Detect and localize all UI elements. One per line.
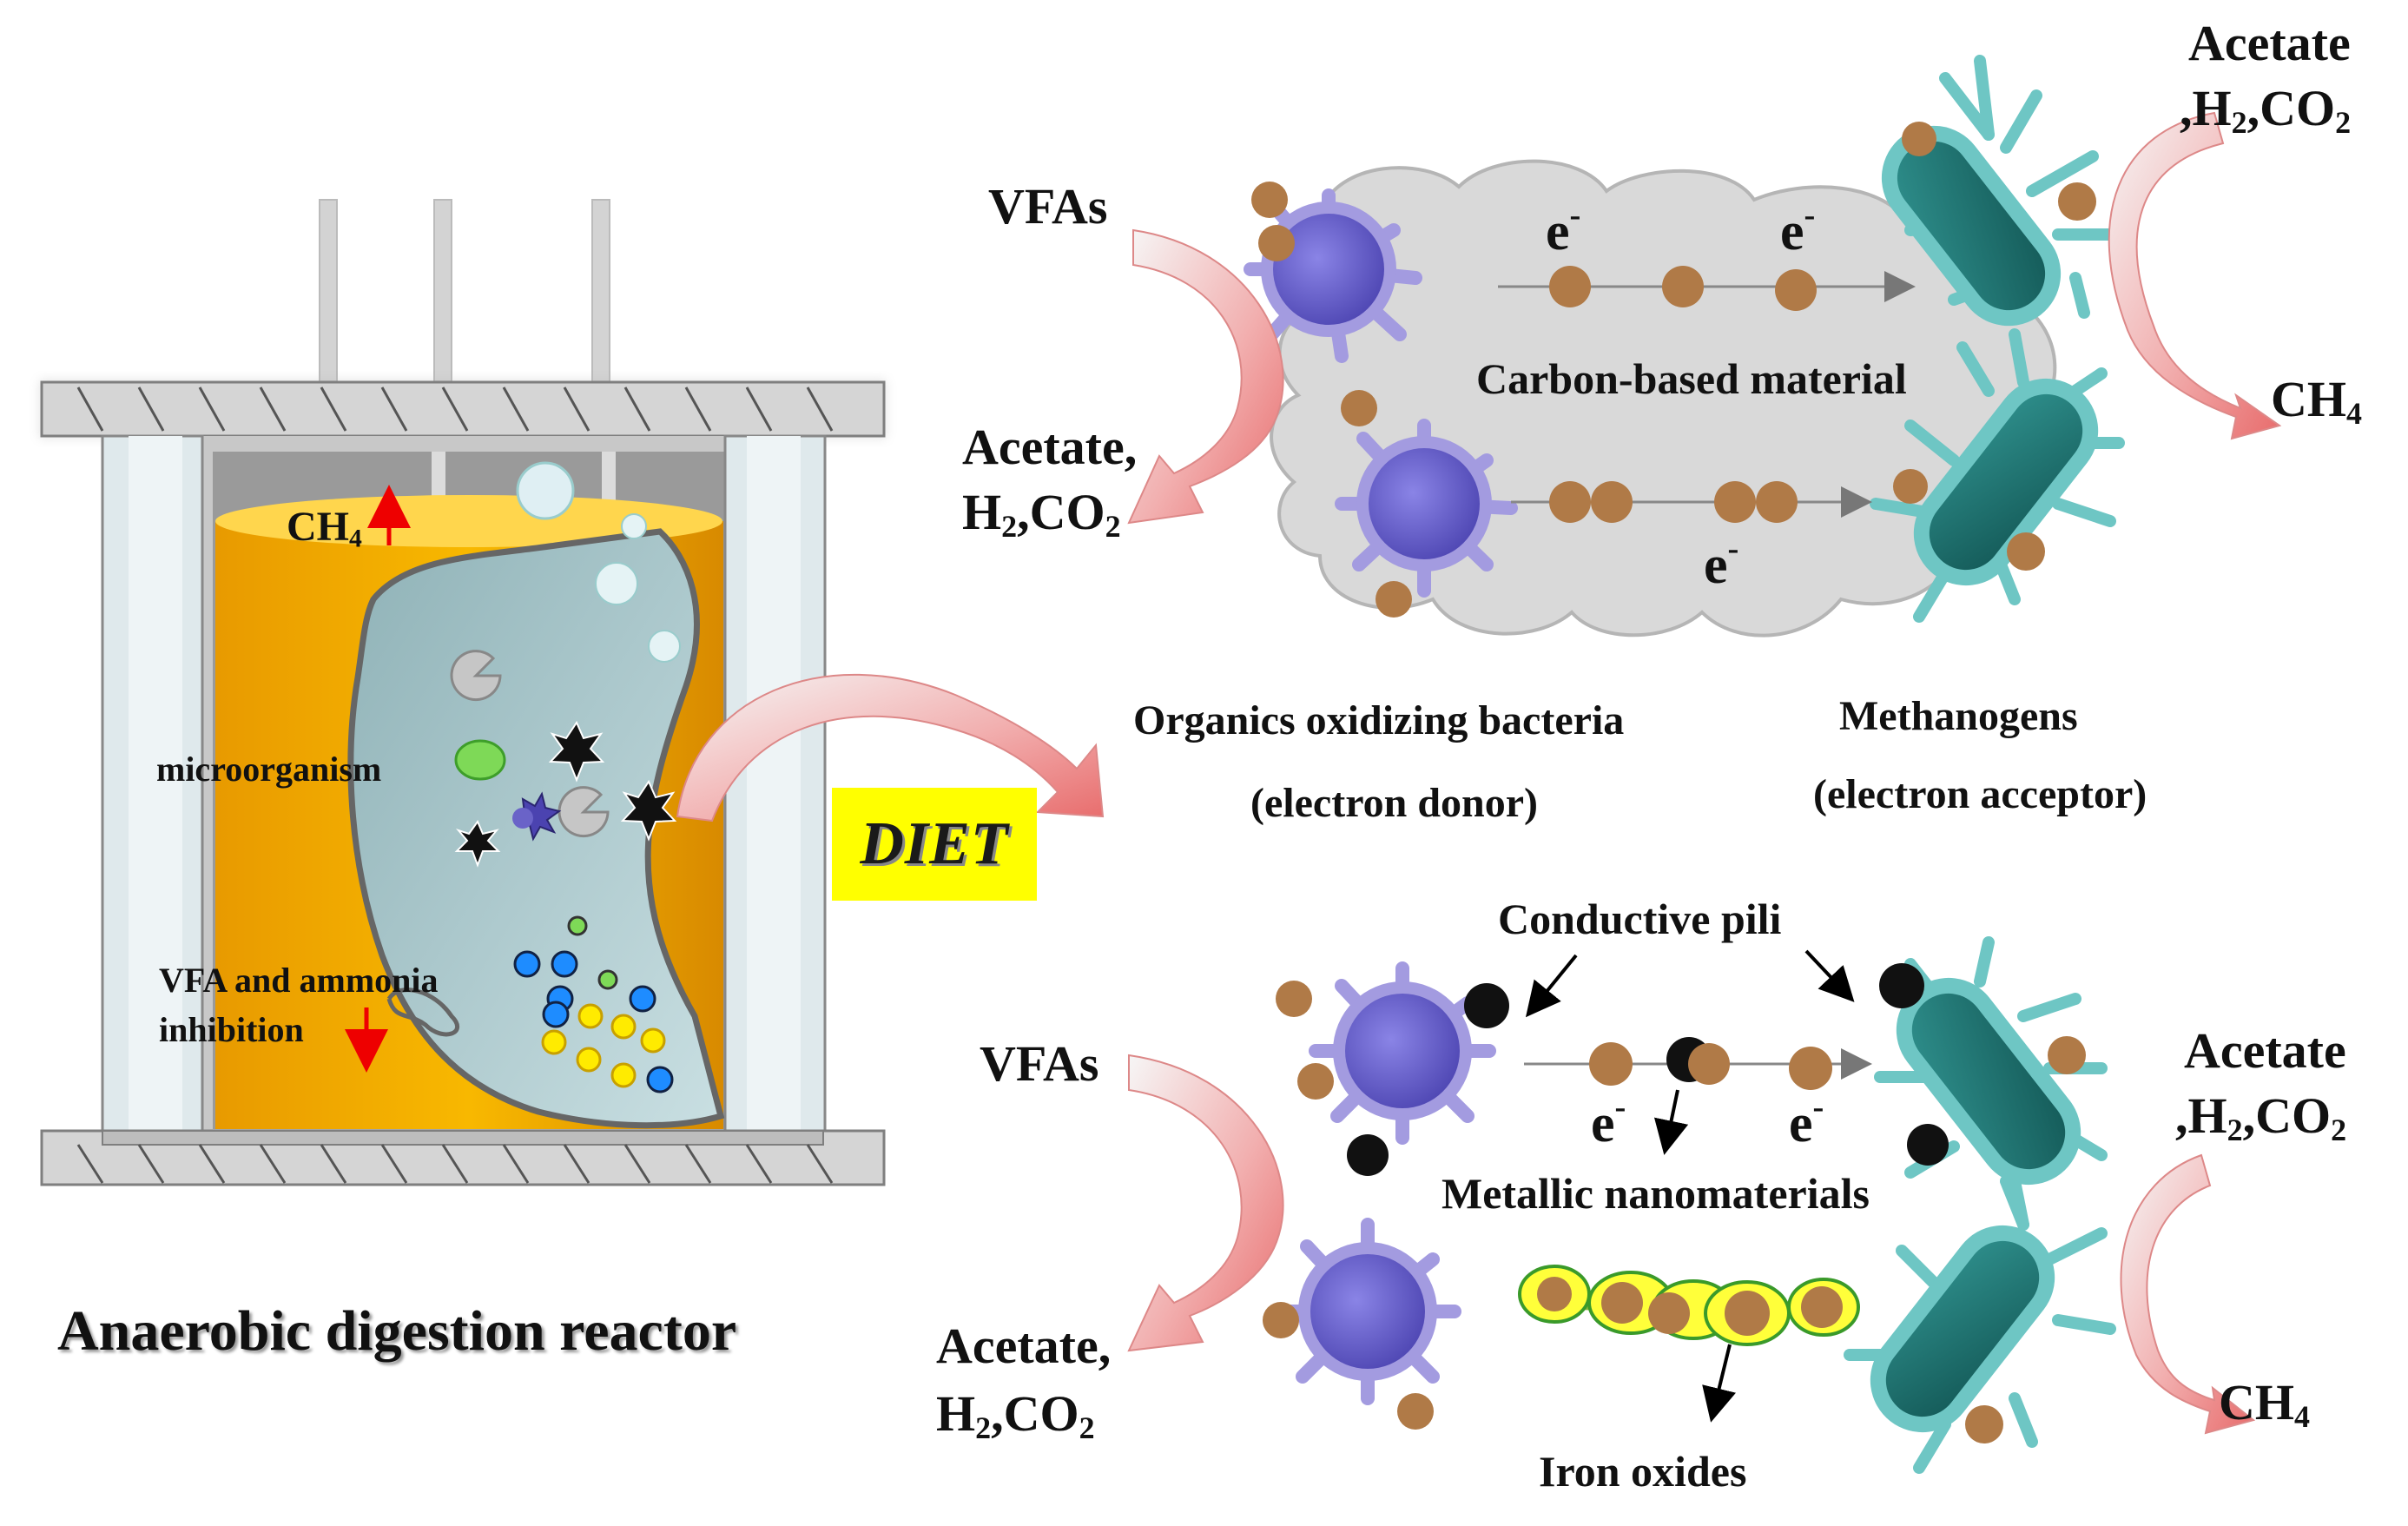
top-electron-1: e- bbox=[1546, 197, 1581, 261]
top-output-right-line1: Acetate bbox=[2188, 15, 2351, 71]
acceptor-role: (electron acceptor) bbox=[1813, 771, 2147, 817]
inhibition-label-line1: VFA and ammonia bbox=[159, 961, 439, 1000]
top-output-right-line2: ,H2,CO2 bbox=[2180, 80, 2352, 140]
zoom-arrow bbox=[676, 673, 1105, 822]
diet-badge: DIET bbox=[832, 788, 1037, 901]
bottom-input-label: VFAs bbox=[980, 1035, 1099, 1092]
reactor-title: Anaerobic digestion reactor bbox=[57, 1299, 737, 1363]
metallic-panel bbox=[1127, 936, 2256, 1474]
carbon-material-panel bbox=[1127, 55, 2282, 637]
microorganism-label: microorganism bbox=[156, 750, 382, 789]
reactor bbox=[40, 199, 886, 1186]
donor-role: (electron donor) bbox=[1250, 780, 1539, 826]
bottom-output-left-line1: Acetate, bbox=[936, 1318, 1112, 1374]
top-product-label: CH4 bbox=[2271, 371, 2362, 431]
donor-bacterium-top-2 bbox=[1335, 390, 1518, 618]
bottom-electron-1: e- bbox=[1591, 1089, 1626, 1153]
acceptor-title: Methanogens bbox=[1839, 693, 2078, 739]
top-output-left-line2: H2,CO2 bbox=[962, 484, 1121, 544]
donor-title: Organics oxidizing bacteria bbox=[1133, 697, 1625, 743]
donor-bacterium-top bbox=[1244, 182, 1422, 363]
reactor-ch4-label: CH4 bbox=[287, 504, 362, 553]
top-input-label: VFAs bbox=[988, 178, 1108, 235]
inhibition-label-line2: inhibition bbox=[159, 1010, 304, 1049]
methanogen-top bbox=[1881, 55, 2116, 327]
pili-label: Conductive pili bbox=[1498, 895, 1782, 943]
iron-oxides-label: Iron oxides bbox=[1539, 1447, 1747, 1496]
top-output-left-line1: Acetate, bbox=[962, 419, 1138, 475]
diet-label: DIET bbox=[860, 810, 1009, 877]
top-electron-2: e- bbox=[1780, 197, 1816, 261]
top-electron-3: e- bbox=[1704, 531, 1739, 595]
methanogen-bottom bbox=[1874, 936, 2108, 1231]
bottom-output-right-line2: ,H2,CO2 bbox=[2175, 1087, 2347, 1147]
methanogen-bottom-2 bbox=[1844, 1175, 2116, 1474]
bottom-product-label: CH4 bbox=[2219, 1374, 2310, 1434]
bottom-output-right-line1: Acetate bbox=[2184, 1022, 2346, 1079]
donor-bacterium-bottom-2 bbox=[1263, 1218, 1461, 1430]
methanogen-top-2 bbox=[1870, 328, 2125, 623]
bottom-electron-2: e- bbox=[1789, 1089, 1824, 1153]
metallic-label: Metallic nanomaterials bbox=[1442, 1169, 1870, 1218]
carbon-material-label: Carbon-based material bbox=[1476, 354, 1907, 403]
donor-bacterium-bottom bbox=[1276, 961, 1509, 1176]
bottom-output-left-line2: H2,CO2 bbox=[936, 1385, 1095, 1445]
iron-oxide-chain bbox=[1518, 1265, 1860, 1346]
